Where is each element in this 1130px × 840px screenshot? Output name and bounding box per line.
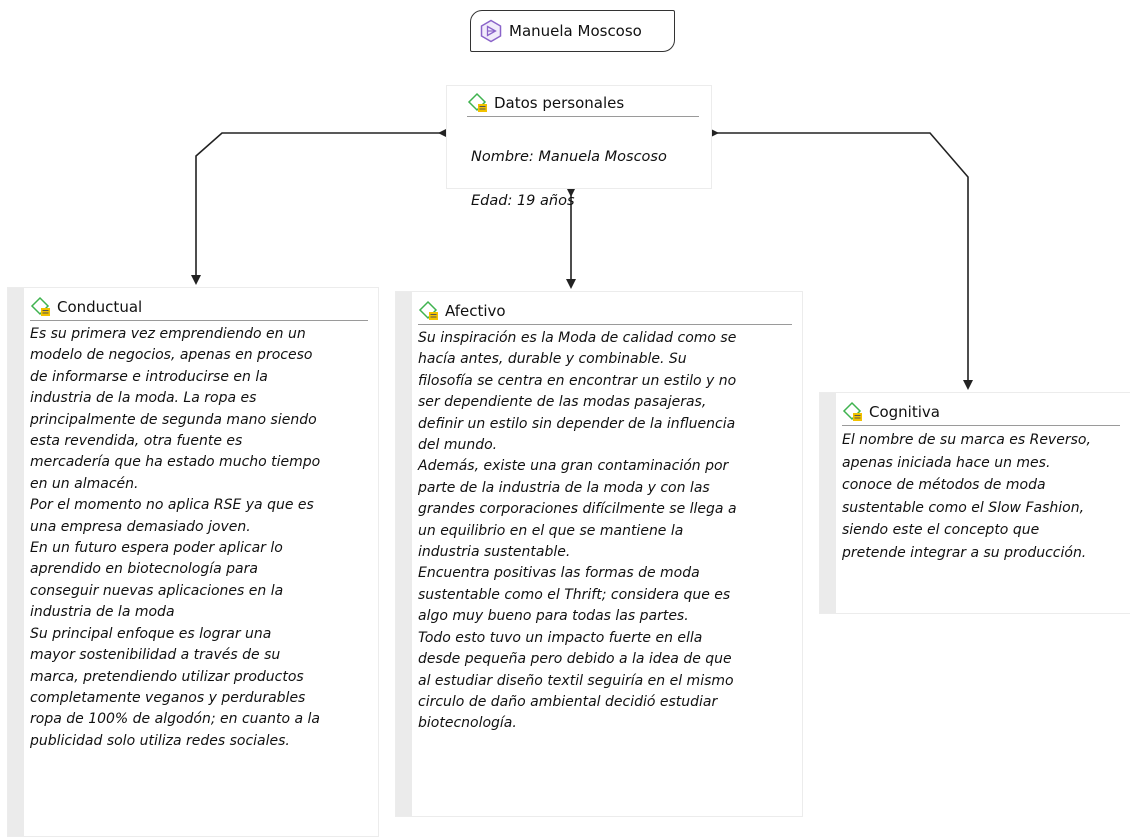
node-datos-personales[interactable]: Datos personales Nombre: Manuela Moscoso…: [447, 86, 711, 209]
node-body-text: Es su primera vez emprendiendo en un mod…: [30, 326, 321, 749]
code-icon: [30, 296, 50, 316]
case-icon: [480, 19, 502, 43]
node-header: Afectivo: [418, 298, 792, 325]
node-title: Conductual: [57, 298, 143, 316]
code-icon: [842, 401, 862, 421]
node-header: Datos personales: [467, 90, 699, 117]
card-gutter: [820, 393, 836, 613]
node-conductual[interactable]: Conductual Es su primera vez emprendiend…: [8, 288, 378, 836]
node-header: Cognitiva: [842, 399, 1120, 426]
root-label: Manuela Moscoso: [509, 22, 642, 40]
node-cognitiva[interactable]: Cognitiva El nombre de su marca es Rever…: [820, 393, 1130, 613]
node-header: Conductual: [30, 294, 368, 321]
node-afectivo[interactable]: Afectivo Su inspiración es la Moda de ca…: [396, 292, 802, 816]
node-body-text: El nombre de su marca es Reverso, apenas…: [842, 432, 1091, 561]
code-icon: [467, 92, 487, 112]
datos-line-nombre: Nombre: Manuela Moscoso: [471, 149, 667, 165]
card-gutter: [8, 288, 24, 836]
edge-datos-conductual: [191, 128, 448, 285]
datos-line-edad: Edad: 19 años: [471, 193, 575, 209]
card-gutter: [396, 292, 412, 816]
node-body: Nombre: Manuela Moscoso Edad: 19 años: [471, 124, 705, 234]
node-title: Afectivo: [445, 302, 506, 320]
node-title: Cognitiva: [869, 403, 940, 421]
node-title: Datos personales: [494, 94, 625, 112]
code-icon: [418, 300, 438, 320]
node-body-text: Su inspiración es la Moda de calidad com…: [418, 330, 737, 732]
root-node-manuela-moscoso[interactable]: Manuela Moscoso: [470, 10, 675, 52]
